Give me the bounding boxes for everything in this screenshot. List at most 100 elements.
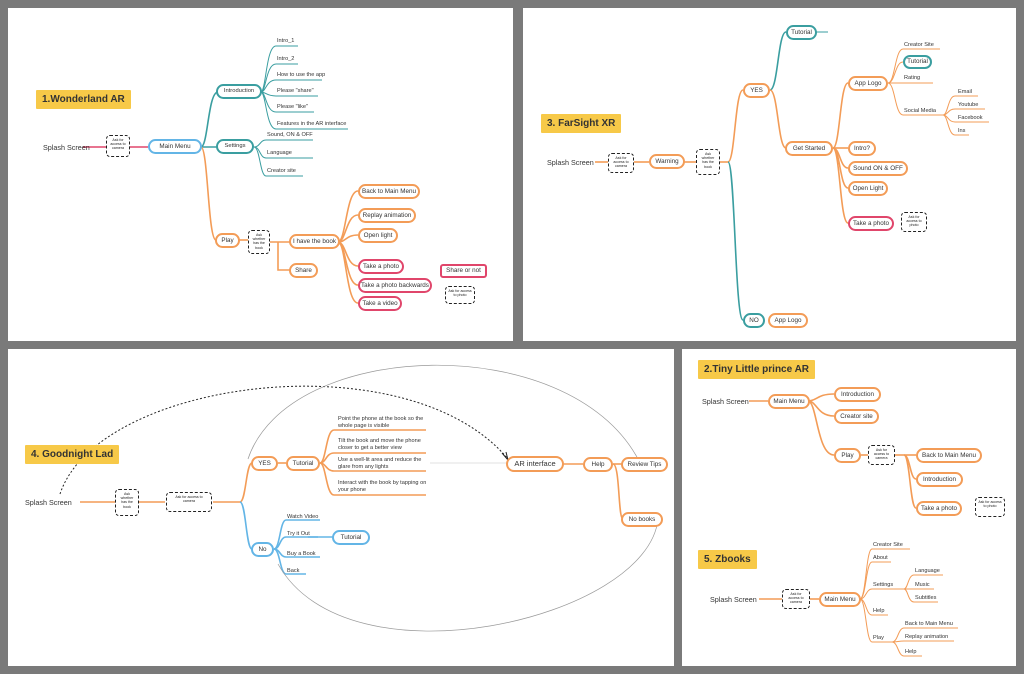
p4-title: 4. Goodnight Lad [25,445,120,464]
p3-get-started[interactable]: Get Started [785,141,833,156]
p5-menu-item: Settings [873,582,894,588]
p1-have-book[interactable]: I have the book [289,234,340,249]
p4-no[interactable]: No [251,542,274,557]
p1-introduction[interactable]: Introduction [216,84,262,99]
p1-back-main-menu[interactable]: Back to Main Menu [358,184,420,199]
p2-p5-connectors [749,393,958,657]
p2-main-menu[interactable]: Main Menu [768,394,810,409]
p5-main-menu[interactable]: Main Menu [819,592,861,607]
p4-tip-4: Interact with the book by tapping on you… [338,480,427,493]
p4-review-tips[interactable]: Review Tips [621,457,668,472]
p3-social-item: Facebook [958,115,983,121]
p3-yes[interactable]: YES [743,83,770,98]
p3-note-book: Ask whether has the book [696,149,720,175]
p2-play[interactable]: Play [834,448,861,463]
p2-title: 2.Tiny Little prince AR [698,360,816,379]
p1-settings-item: Language [267,150,292,156]
p4-no-item: Back [287,568,300,574]
p1-settings-item: Creator site [267,168,296,174]
p4-ar-interface[interactable]: AR interface [506,456,564,472]
p3-warning[interactable]: Warning [649,154,685,169]
p3-social-item: Youtube [958,102,979,108]
panel-wonderland: 1.Wonderland AR Splash Screen Ask for ac… [8,8,513,341]
p2-note-camera: Ask for access to camera [868,445,895,465]
p1-share-or-not[interactable]: Share or not [440,264,487,278]
p1-settings-item: Sound, ON & OFF [267,132,313,138]
p4-tip: Point the phone at the book so the whole… [338,416,430,430]
p1-main-menu[interactable]: Main Menu [148,139,202,154]
p4-tip-3: Use a well-lit area and reduce the glare… [338,457,422,470]
p3-social-item: Email [958,89,972,95]
p5-menu-item: Help [873,608,885,614]
p5-settings-item: Language [915,568,940,574]
p1-intro-item: Please "share" [277,88,314,94]
p3-sound[interactable]: Sound ON & OFF [848,161,908,176]
p1-take-video[interactable]: Take a video [358,296,402,311]
p4-note-camera: Ask for access to camera [166,492,212,512]
p4-tip-1: Point the phone at the book so the whole… [338,416,424,429]
p3-title: 3. FarSight XR [541,114,622,133]
p3-logo-item: Creator Site [904,42,934,48]
p1-note-camera: Ask for access to camera [106,135,130,157]
p5-menu-item: Creator Site [873,542,903,548]
p1-take-photo[interactable]: Take a photo [358,259,404,274]
p3-take-photo[interactable]: Take a photo [848,216,894,231]
p2-take-photo[interactable]: Take a photo [916,501,962,516]
p4-tip-2: Tilt the book and move the phone closer … [338,438,421,451]
p2-creator-site[interactable]: Creator site [834,409,879,424]
p5-splash-screen: Splash Screen [710,595,757,604]
p5-play-item: Back to Main Menu [905,621,953,627]
p1-take-photo-backwards[interactable]: Take a photo backwards [358,278,432,293]
p4-connectors [59,364,659,632]
p4-tutorial[interactable]: Tutorial [286,456,320,471]
p4-tip: Tilt the book and move the phone closer … [338,438,430,452]
p4-yes[interactable]: YES [251,456,278,471]
p4-tip: Interact with the book by tapping on you… [338,480,430,494]
p3-app-logo[interactable]: App Logo [848,76,888,91]
p2-introduction-play[interactable]: Introduction [916,472,963,487]
p2-introduction[interactable]: Introduction [834,387,881,402]
p1-note-book: Ask whether has the book [248,230,270,254]
p3-logo-tutorial[interactable]: Tutorial [903,55,932,69]
p2-note-photo: Ask for access to photo [975,497,1005,517]
p4-splash-screen: Splash Screen [25,498,72,507]
p3-social-item: Ins [958,128,966,134]
p3-no[interactable]: NO [743,313,765,328]
p5-play-item: Help [905,649,917,655]
p4-no-item: Watch Video [287,514,319,520]
p1-splash-screen: Splash Screen [43,143,90,152]
p4-tutorial-no[interactable]: Tutorial [332,530,370,545]
p1-intro-item: Intro_1 [277,38,295,44]
p3-app-logo-no[interactable]: App Logo [768,313,808,328]
p2-back-main-menu[interactable]: Back to Main Menu [916,448,982,463]
p1-open-light[interactable]: Open light [358,228,398,243]
p3-note-photo: Ask for access to photo [901,212,927,232]
p4-no-item: Buy a Book [287,551,316,557]
p1-intro-item: Intro_2 [277,56,295,62]
p3-note-camera: Ask for access to camera [608,153,634,173]
panel-goodnight: 4. Goodnight Lad Splash Screen Ask wheth… [8,349,674,666]
p3-logo-item: Rating [904,75,921,81]
p5-menu-item: Play [873,635,884,641]
p1-intro-item: Features in the AR interface [277,121,347,127]
p1-connectors [83,45,359,304]
p1-replay-animation[interactable]: Replay animation [358,208,416,223]
p3-tutorial-top[interactable]: Tutorial [786,25,817,40]
p1-intro-item: Please "like" [277,104,309,110]
p5-settings-item: Music [915,582,930,588]
p4-no-item: Try it Out [287,531,310,537]
p5-title: 5. Zbooks [698,550,757,569]
p1-play[interactable]: Play [215,233,240,248]
p3-intro[interactable]: Intro? [848,141,876,156]
p1-settings[interactable]: Settings [216,139,254,154]
p1-share[interactable]: Share [289,263,318,278]
p4-help[interactable]: Help [583,457,613,472]
p1-note-photo: Ask for access to photo [445,286,475,304]
p1-title: 1.Wonderland AR [36,90,131,109]
p4-no-books[interactable]: No books [621,512,663,527]
p4-note-book: Ask whether has the book [115,489,139,516]
p5-settings-item: Subtitles [915,595,937,601]
p2-splash-screen: Splash Screen [702,397,749,406]
p5-note-camera: Ask for access to camera [782,589,810,609]
p3-open-light[interactable]: Open Light [848,181,888,196]
